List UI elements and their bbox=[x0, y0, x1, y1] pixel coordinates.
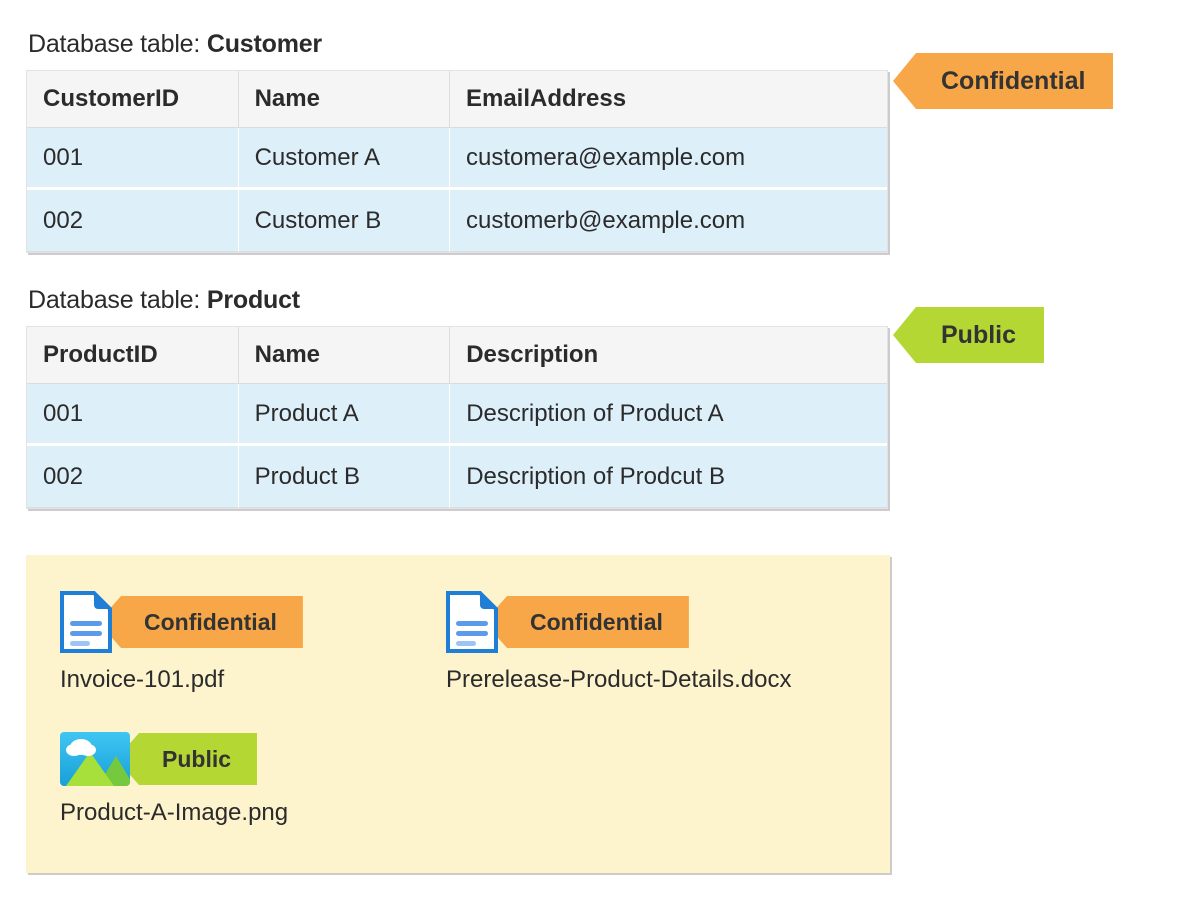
cell-name: Customer A bbox=[238, 128, 450, 190]
file-item-prerelease[interactable]: Confidential Prerelease-Product-Details.… bbox=[446, 591, 791, 694]
cell-productid: 001 bbox=[27, 384, 239, 446]
badge-label: Confidential bbox=[144, 608, 277, 635]
column-header-productid: ProductID bbox=[27, 327, 239, 384]
cell-emailaddress: customerb@example.com bbox=[449, 190, 887, 252]
file-item-product-image[interactable]: Public Product-A-Image.png bbox=[60, 732, 288, 827]
table-row: 002 Customer B customerb@example.com bbox=[27, 190, 887, 252]
file-name-invoice: Invoice-101.pdf bbox=[60, 666, 225, 693]
cell-emailaddress: customera@example.com bbox=[449, 128, 887, 190]
image-icon bbox=[60, 732, 130, 786]
column-header-name: Name bbox=[238, 327, 451, 384]
customer-table: CustomerID Name EmailAddress 001 Custome… bbox=[26, 70, 888, 253]
cell-customerid: 002 bbox=[27, 190, 239, 252]
file-item-invoice[interactable]: Confidential Invoice-101.pdf bbox=[60, 591, 317, 694]
file-panel: Confidential Invoice-101.pdf Confidentia… bbox=[26, 555, 890, 873]
cell-name: Customer B bbox=[238, 190, 450, 252]
document-icon bbox=[60, 591, 112, 653]
customer-table-caption: Database table: Customer bbox=[28, 30, 888, 59]
caption-table-name: Customer bbox=[206, 30, 322, 58]
customer-table-section: Database table: Customer CustomerID Name… bbox=[26, 30, 888, 253]
column-header-emailaddress: EmailAddress bbox=[449, 71, 887, 128]
table-row: 001 Customer A customera@example.com bbox=[27, 128, 887, 190]
badge-label: Public bbox=[162, 745, 232, 772]
table-header-row: CustomerID Name EmailAddress bbox=[27, 71, 887, 128]
cell-name: Product B bbox=[238, 446, 451, 508]
sensitivity-badge-invoice[interactable]: Confidential bbox=[98, 596, 303, 648]
table-header-row: ProductID Name Description bbox=[27, 327, 887, 384]
cell-productid: 002 bbox=[27, 446, 239, 508]
badge-label: Public bbox=[941, 320, 1017, 349]
file-name-product-image: Product-A-Image.png bbox=[60, 799, 289, 826]
product-table-section: Database table: Product ProductID Name D… bbox=[26, 286, 888, 509]
caption-prefix: Database table: bbox=[28, 286, 207, 314]
file-icon-row: Public bbox=[60, 732, 288, 786]
sensitivity-badge-product-image[interactable]: Public bbox=[116, 733, 258, 785]
file-name-prerelease: Prerelease-Product-Details.docx bbox=[446, 666, 792, 693]
column-header-customerid: CustomerID bbox=[27, 71, 239, 128]
sensitivity-badge-customer-table[interactable]: Confidential bbox=[893, 53, 1114, 109]
caption-prefix: Database table: bbox=[28, 30, 207, 58]
product-table: ProductID Name Description 001 Product A… bbox=[26, 326, 888, 509]
cell-customerid: 001 bbox=[27, 128, 239, 190]
file-icon-row: Confidential bbox=[446, 591, 791, 653]
badge-label: Confidential bbox=[941, 66, 1086, 95]
caption-table-name: Product bbox=[206, 286, 300, 314]
sensitivity-badge-prerelease[interactable]: Confidential bbox=[484, 596, 689, 648]
file-icon-row: Confidential bbox=[60, 591, 317, 653]
table-row: 001 Product A Description of Product A bbox=[27, 384, 887, 446]
cell-description: Description of Product A bbox=[450, 384, 887, 446]
document-icon bbox=[446, 591, 498, 653]
cell-name: Product A bbox=[238, 384, 451, 446]
sensitivity-badge-product-table[interactable]: Public bbox=[893, 307, 1045, 363]
product-table-caption: Database table: Product bbox=[28, 286, 888, 315]
column-header-name: Name bbox=[238, 71, 450, 128]
column-header-description: Description bbox=[450, 327, 887, 384]
cell-description: Description of Prodcut B bbox=[450, 446, 887, 508]
badge-label: Confidential bbox=[530, 608, 663, 635]
table-row: 002 Product B Description of Prodcut B bbox=[27, 446, 887, 508]
